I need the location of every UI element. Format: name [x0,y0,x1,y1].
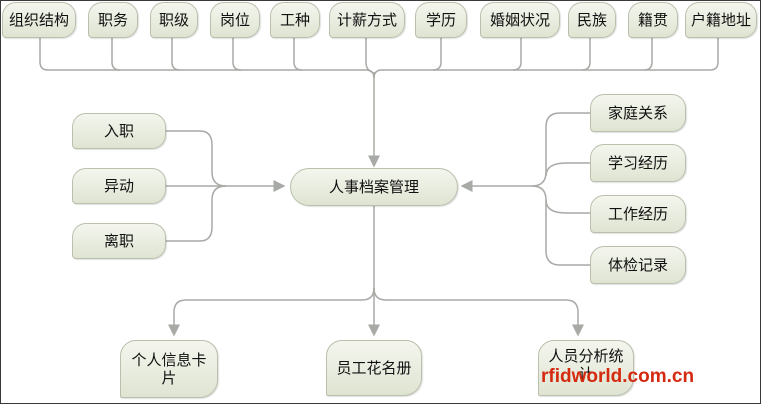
connector-bottom-3 [373,287,584,337]
connector-right-3 [545,199,590,214]
connector-top-9 [581,38,591,71]
output-employee-roster-line1: 员工花名册 [336,359,412,377]
output-staff-analysis-line1: 人员分析统 [548,347,624,365]
event-resignation: 离职 [72,223,166,259]
output-personal-info-card-line1: 个人信息卡 [131,351,207,369]
attr-pay-method: 计薪方式 [329,2,405,38]
connector-top-10 [643,38,653,71]
attr-job-type: 工种 [270,2,320,38]
record-work-history: 工作经历 [590,195,686,233]
watermark-text: rfidworld.com.cn [541,366,695,387]
attr-marital-status: 婚姻状况 [480,2,560,38]
connector-bottom-1 [168,287,375,337]
connector-top-6 [365,38,373,73]
attr-education: 学历 [415,2,467,38]
record-family-relations: 家庭关系 [590,94,686,132]
connector-top-1 [39,38,375,79]
connector-top-3 [171,38,181,71]
connector-right-1 [460,112,590,192]
attr-org-structure: 组织结构 [2,2,76,38]
attr-household-address: 户籍地址 [685,2,757,38]
connector-top-7 [432,38,442,71]
connector-top-5 [293,38,303,71]
connector-left-3 [165,185,227,242]
output-personal-info-card-line2: 片 [161,369,177,387]
connector-right-2 [545,162,590,177]
output-personal-info-card: 个人信息卡 片 [120,340,218,398]
attr-ethnicity: 民族 [568,2,616,38]
record-study-history: 学习经历 [590,144,686,182]
record-medical-checkup: 体检记录 [590,246,686,284]
connector-left-1 [165,130,286,192]
connector-top-11 [373,38,719,79]
output-staff-analysis: 人员分析统 计 [538,340,634,396]
attr-post: 岗位 [210,2,260,38]
attr-native-place: 籍贯 [628,2,678,38]
connector-top-2 [111,38,121,71]
event-onboarding: 入职 [72,113,166,149]
output-staff-analysis-line2: 计 [578,365,594,383]
output-employee-roster: 员工花名册 [326,340,422,396]
attr-rank: 职级 [150,2,198,38]
connector-top-4 [232,38,242,71]
connector-right-4 [531,185,590,266]
center-hr-records: 人事档案管理 [290,168,458,206]
attr-position-title: 职务 [88,2,138,38]
event-transfer: 异动 [72,168,166,204]
connector-top-8 [512,38,522,71]
